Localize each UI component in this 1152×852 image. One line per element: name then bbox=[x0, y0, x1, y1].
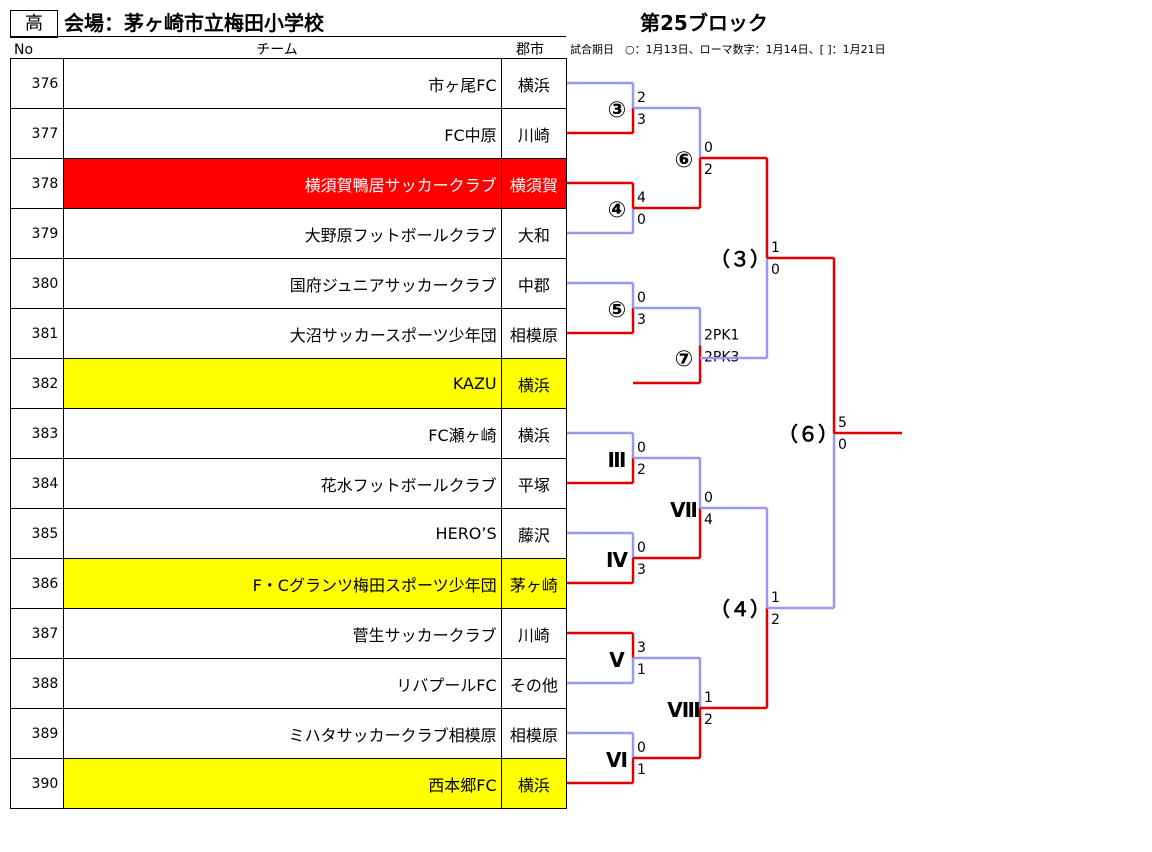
score-top: 3 bbox=[637, 640, 646, 656]
team-number: 382 bbox=[9, 358, 65, 409]
team-number: 387 bbox=[9, 608, 65, 659]
match-label: Ⅶ bbox=[670, 498, 698, 522]
team-city: 横浜 bbox=[500, 758, 568, 809]
header-divider bbox=[10, 36, 566, 37]
team-number: 383 bbox=[9, 408, 65, 459]
score-bottom: 2 bbox=[704, 712, 713, 728]
match-label: Ⅳ bbox=[606, 548, 628, 572]
team-name: 横須賀鴨居サッカークラブ bbox=[63, 158, 502, 209]
team-number: 386 bbox=[9, 558, 65, 609]
match-label: ③ bbox=[608, 98, 627, 123]
team-city: 茅ヶ崎 bbox=[500, 558, 568, 609]
team-city: 相模原 bbox=[500, 308, 568, 359]
match-label: Ⅵ bbox=[606, 748, 628, 772]
team-number: 390 bbox=[9, 758, 65, 809]
score-top: 2PK1 bbox=[704, 328, 739, 344]
score-bottom: 0 bbox=[637, 212, 646, 228]
team-name: KAZU bbox=[63, 358, 502, 409]
column-header-no: No bbox=[14, 42, 34, 58]
team-name: 花水フットボールクラブ bbox=[63, 458, 502, 509]
team-number: 376 bbox=[9, 58, 65, 109]
score-bottom: 3 bbox=[637, 312, 646, 328]
team-name: リバプールFC bbox=[63, 658, 502, 709]
team-name: 大野原フットボールクラブ bbox=[63, 208, 502, 259]
match-label: ⑦ bbox=[675, 347, 694, 372]
score-bottom: 1 bbox=[637, 762, 646, 778]
team-number: 377 bbox=[9, 108, 65, 159]
match-label: （３） bbox=[710, 247, 770, 271]
team-number: 384 bbox=[9, 458, 65, 509]
team-city: 横浜 bbox=[500, 408, 568, 459]
team-name: 菅生サッカークラブ bbox=[63, 608, 502, 659]
team-name: F・Cグランツ梅田スポーツ少年団 bbox=[63, 558, 502, 609]
team-number: 389 bbox=[9, 708, 65, 759]
match-label: ④ bbox=[608, 198, 627, 223]
score-bottom: 3 bbox=[637, 112, 646, 128]
score-top: 5 bbox=[838, 415, 847, 431]
team-city: 横須賀 bbox=[500, 158, 568, 209]
team-name: ミハタサッカークラブ相模原 bbox=[63, 708, 502, 759]
score-top: 1 bbox=[704, 690, 713, 706]
score-top: 0 bbox=[637, 440, 646, 456]
team-number: 381 bbox=[9, 308, 65, 359]
match-dates-note: 試合期日 ○：1月13日、ローマ数字：1月14日、[ ]：1月21日 bbox=[570, 43, 886, 56]
score-bottom: 0 bbox=[771, 262, 780, 278]
score-bottom: 4 bbox=[704, 512, 713, 528]
score-top: 0 bbox=[637, 540, 646, 556]
match-label: Ⅲ bbox=[608, 448, 627, 472]
score-bottom: 2 bbox=[704, 162, 713, 178]
block-title: 第25ブロック bbox=[640, 11, 768, 35]
score-top: 0 bbox=[704, 490, 713, 506]
team-name: 大沼サッカースポーツ少年団 bbox=[63, 308, 502, 359]
score-top: 4 bbox=[637, 190, 646, 206]
match-label: （６） bbox=[778, 422, 838, 446]
score-bottom: 1 bbox=[637, 662, 646, 678]
team-city: その他 bbox=[500, 658, 568, 709]
team-name: 国府ジュニアサッカークラブ bbox=[63, 258, 502, 309]
column-header-city: 郡市 bbox=[516, 42, 544, 58]
score-top: 0 bbox=[637, 290, 646, 306]
category-badge: 高 bbox=[10, 10, 58, 38]
team-city: 横浜 bbox=[500, 358, 568, 409]
team-name: 西本郷FC bbox=[63, 758, 502, 809]
match-label: ⑤ bbox=[608, 298, 627, 323]
score-top: 0 bbox=[704, 140, 713, 156]
team-city: 平塚 bbox=[500, 458, 568, 509]
team-city: 藤沢 bbox=[500, 508, 568, 559]
score-top: 0 bbox=[637, 740, 646, 756]
column-header-team: チーム bbox=[256, 42, 298, 58]
score-bottom: 2 bbox=[637, 462, 646, 478]
score-bottom: 3 bbox=[637, 562, 646, 578]
match-label: ⑥ bbox=[675, 148, 694, 173]
team-city: 川崎 bbox=[500, 608, 568, 659]
match-label: Ⅷ bbox=[667, 698, 700, 722]
score-bottom: 2 bbox=[771, 612, 780, 628]
score-top: 2 bbox=[637, 90, 646, 106]
team-number: 378 bbox=[9, 158, 65, 209]
venue-title: 会場：茅ヶ崎市立梅田小学校 bbox=[64, 11, 324, 35]
match-label: Ⅴ bbox=[609, 648, 625, 672]
team-city: 中郡 bbox=[500, 258, 568, 309]
score-top: 1 bbox=[771, 240, 780, 256]
match-label: （４） bbox=[710, 597, 770, 621]
score-bottom: 0 bbox=[838, 437, 847, 453]
score-top: 1 bbox=[771, 590, 780, 606]
team-number: 388 bbox=[9, 658, 65, 709]
